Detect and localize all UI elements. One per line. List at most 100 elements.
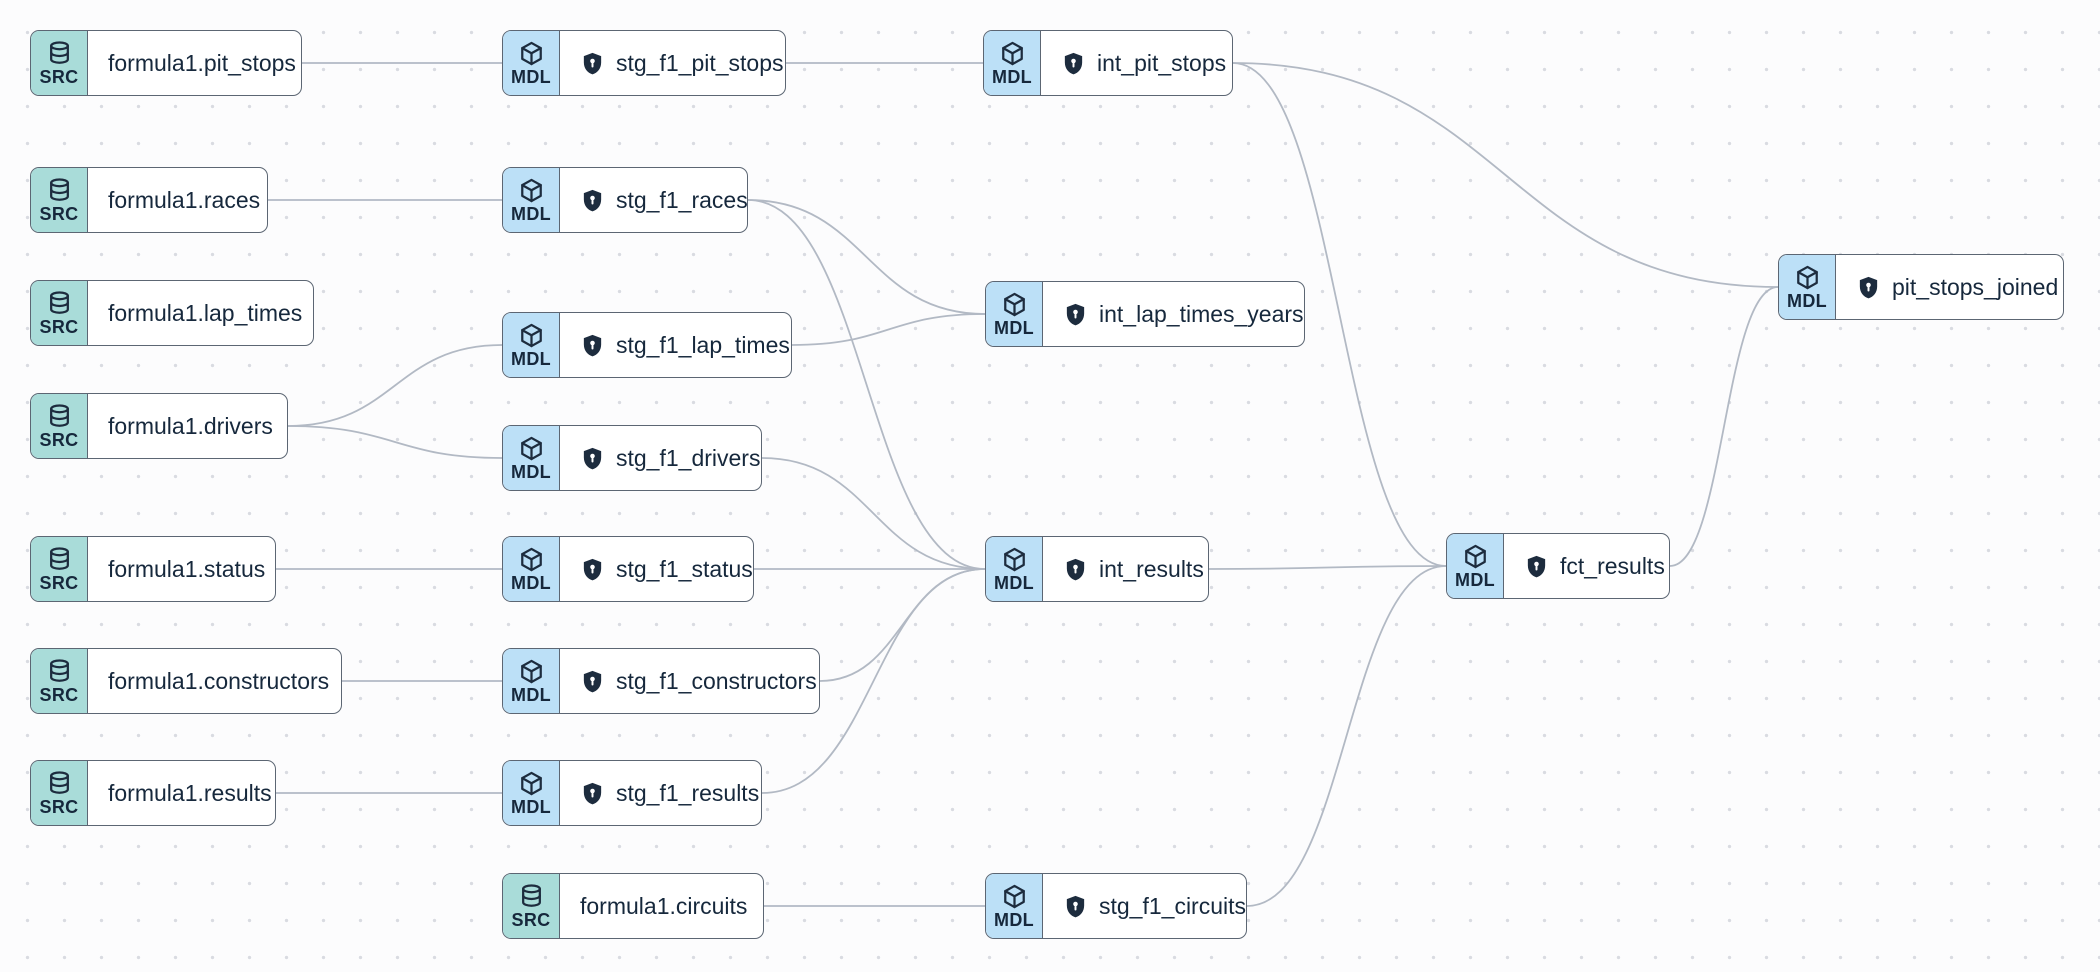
node-label-area: formula1.status [88, 537, 275, 601]
node-src_constructors[interactable]: SRC formula1.constructors [30, 648, 342, 714]
node-type-badge: MDL [503, 426, 560, 490]
database-icon [518, 883, 545, 910]
node-type-label: SRC [39, 429, 79, 450]
node-type-label: MDL [1787, 290, 1827, 311]
node-label-area: int_pit_stops [1041, 31, 1232, 95]
edge-src_drivers-to-stg_drivers [287, 425, 503, 459]
node-stg_status[interactable]: MDL stg_f1_status [502, 536, 754, 602]
node-type-badge: SRC [31, 281, 88, 345]
model-cube-icon [518, 177, 545, 204]
node-type-badge: SRC [31, 649, 88, 713]
node-label: stg_f1_races [616, 186, 748, 213]
database-icon [46, 770, 73, 797]
shield-lock-icon [1856, 275, 1881, 300]
node-type-badge: MDL [503, 313, 560, 377]
node-src_lap_times[interactable]: SRC formula1.lap_times [30, 280, 314, 346]
node-type-badge: MDL [503, 168, 560, 232]
node-type-badge: MDL [503, 31, 560, 95]
node-type-label: SRC [39, 572, 79, 593]
node-type-label: MDL [1455, 569, 1495, 590]
edge-stg_constructors-to-int_results [819, 568, 986, 682]
node-label: stg_f1_drivers [616, 444, 761, 471]
edge-int_results-to-fct_results [1208, 565, 1447, 570]
node-src_pit_stops[interactable]: SRC formula1.pit_stops [30, 30, 302, 96]
node-type-badge: SRC [31, 31, 88, 95]
shield-lock-icon [580, 446, 605, 471]
node-type-badge: MDL [503, 649, 560, 713]
model-cube-icon [518, 40, 545, 67]
database-icon [46, 403, 73, 430]
node-type-label: MDL [994, 909, 1034, 930]
node-label-area: stg_f1_races [560, 168, 748, 232]
edge-stg_drivers-to-int_results [761, 457, 986, 570]
node-type-label: MDL [992, 66, 1032, 87]
node-int_pit_stops[interactable]: MDL int_pit_stops [983, 30, 1233, 96]
model-cube-icon [1001, 883, 1028, 910]
node-label-area: stg_f1_status [560, 537, 753, 601]
database-icon [46, 546, 73, 573]
node-label: stg_f1_status [616, 555, 753, 582]
shield-lock-icon [580, 188, 605, 213]
node-type-label: MDL [994, 572, 1034, 593]
node-label-area: formula1.races [88, 168, 267, 232]
node-type-label: MDL [511, 461, 551, 482]
node-label-area: formula1.drivers [88, 394, 287, 458]
node-stg_drivers[interactable]: MDL stg_f1_drivers [502, 425, 762, 491]
node-int_lap_times_years[interactable]: MDL int_lap_times_years [985, 281, 1305, 347]
node-int_results[interactable]: MDL int_results [985, 536, 1209, 602]
node-type-badge: MDL [1779, 255, 1836, 319]
node-type-label: MDL [511, 572, 551, 593]
node-type-badge: MDL [1447, 534, 1504, 598]
edge-stg_lap_times-to-int_lap_times_years [791, 313, 986, 346]
node-label: int_pit_stops [1097, 49, 1227, 76]
node-src_results[interactable]: SRC formula1.results [30, 760, 276, 826]
node-label: stg_f1_pit_stops [616, 49, 784, 76]
node-fct_results[interactable]: MDL fct_results [1446, 533, 1670, 599]
node-label-area: stg_f1_circuits [1043, 874, 1246, 938]
edge-stg_races-to-int_lap_times_years [747, 199, 986, 315]
node-label-area: pit_stops_joined [1836, 255, 2063, 319]
model-cube-icon [1001, 291, 1028, 318]
node-stg_results[interactable]: MDL stg_f1_results [502, 760, 762, 826]
node-label-area: fct_results [1504, 534, 1669, 598]
node-type-badge: MDL [503, 761, 560, 825]
node-label: formula1.results [108, 779, 272, 806]
node-type-label: SRC [39, 203, 79, 224]
edge-stg_circuits-to-fct_results [1246, 565, 1447, 907]
node-type-label: MDL [511, 203, 551, 224]
node-src_drivers[interactable]: SRC formula1.drivers [30, 393, 288, 459]
model-cube-icon [518, 322, 545, 349]
node-type-badge: MDL [986, 282, 1043, 346]
node-type-label: SRC [511, 909, 551, 930]
node-type-label: SRC [39, 316, 79, 337]
node-label-area: formula1.results [88, 761, 275, 825]
model-cube-icon [999, 40, 1026, 67]
node-label: stg_f1_results [616, 779, 760, 806]
node-type-label: SRC [39, 684, 79, 705]
node-label-area: formula1.circuits [560, 874, 763, 938]
node-label: pit_stops_joined [1892, 273, 2059, 300]
node-stg_circuits[interactable]: MDL stg_f1_circuits [985, 873, 1247, 939]
node-label-area: stg_f1_results [560, 761, 761, 825]
node-stg_lap_times[interactable]: MDL stg_f1_lap_times [502, 312, 792, 378]
node-pit_stops_joined[interactable]: MDL pit_stops_joined [1778, 254, 2064, 320]
node-label-area: stg_f1_drivers [560, 426, 761, 490]
node-label: stg_f1_lap_times [616, 331, 790, 358]
node-type-label: MDL [511, 796, 551, 817]
node-type-badge: MDL [986, 874, 1043, 938]
node-stg_races[interactable]: MDL stg_f1_races [502, 167, 748, 233]
node-stg_constructors[interactable]: MDL stg_f1_constructors [502, 648, 820, 714]
node-label: fct_results [1560, 552, 1665, 579]
node-src_circuits[interactable]: SRC formula1.circuits [502, 873, 764, 939]
node-src_races[interactable]: SRC formula1.races [30, 167, 268, 233]
node-stg_pit_stops[interactable]: MDL stg_f1_pit_stops [502, 30, 786, 96]
shield-lock-icon [1524, 554, 1549, 579]
node-label: formula1.drivers [108, 412, 273, 439]
node-src_status[interactable]: SRC formula1.status [30, 536, 276, 602]
node-type-badge: MDL [984, 31, 1041, 95]
node-label: formula1.pit_stops [108, 49, 296, 76]
node-type-badge: SRC [31, 761, 88, 825]
node-label: stg_f1_constructors [616, 667, 817, 694]
model-cube-icon [1001, 546, 1028, 573]
